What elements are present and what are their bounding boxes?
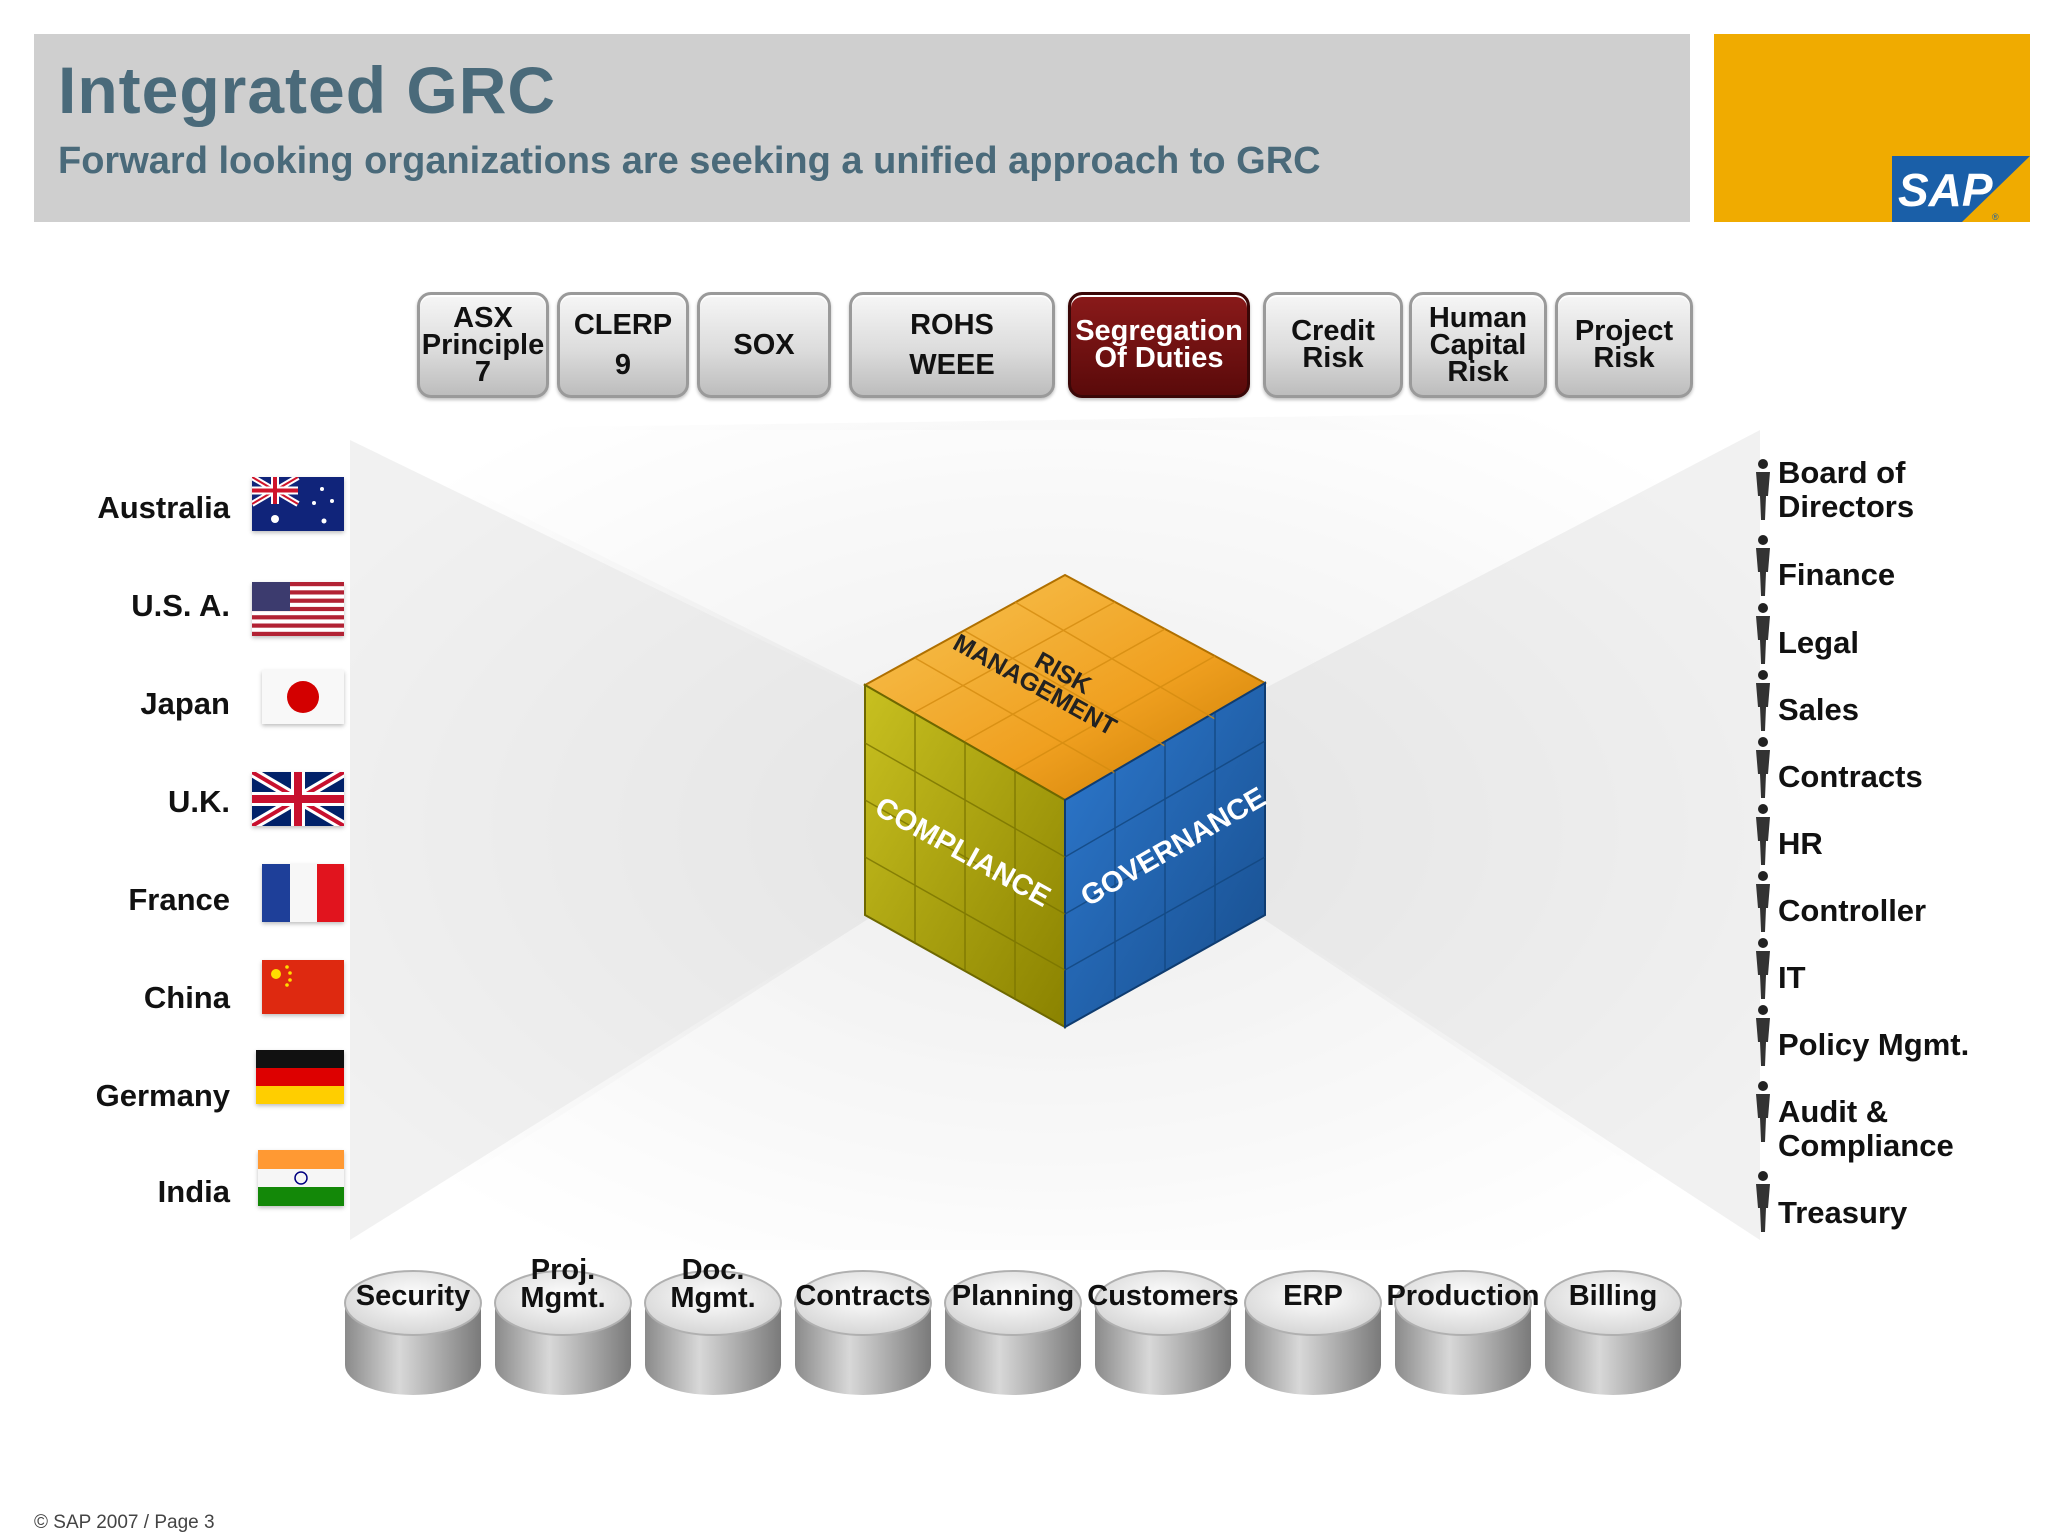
svg-text:®: ® [1992,212,1999,222]
system-label: Doc. Mgmt. [670,1254,756,1314]
regulation-label: Credit Risk [1291,315,1375,374]
person-icon [1752,1080,1774,1144]
person-icon [1752,1004,1774,1068]
role-label-hr: HR [1778,826,1823,861]
regulation-label: Segregation Of Duties [1075,315,1243,374]
japan-flag-icon [262,670,344,724]
person-icon [1752,803,1774,867]
database-cylinder-icon [493,1265,633,1410]
role-label-it: IT [1778,960,1806,995]
sap-logo: SAP ® [1892,156,2030,222]
person-icon [1752,602,1774,666]
regulation-button-rohs-weee[interactable]: ROHS WEEE [849,292,1055,398]
australia-flag-icon [252,477,344,531]
role-label-finance: Finance [1778,557,1896,592]
system-label: Security [355,1280,471,1312]
regulation-button-human-capital-risk[interactable]: Human Capital Risk [1409,292,1547,398]
system-label: Billing [1568,1280,1658,1312]
regulation-label: Human Capital Risk [1428,301,1528,388]
role-label-contracts: Contracts [1778,759,1923,794]
country-label-australia: Australia [97,490,230,525]
person-icon [1752,736,1774,800]
person-icon [1752,937,1774,1001]
database-cylinder-icon [343,1265,483,1410]
china-flag-icon [262,960,344,1014]
role-label-controller: Controller [1778,893,1927,928]
person-icon [1752,1170,1774,1234]
regulation-label: CLERP 9 [573,309,673,381]
person-icon [1752,534,1774,598]
role-label-policy-mgmt: Policy Mgmt. [1778,1027,1970,1062]
uk-flag-icon [252,772,344,826]
system-label: Proj. Mgmt. [520,1254,606,1314]
germany-flag-icon [256,1050,344,1104]
regulation-button-project-risk[interactable]: Project Risk [1555,292,1693,398]
system-label: Production [1386,1280,1540,1312]
system-label: Customers [1087,1280,1239,1312]
regulation-button-sox[interactable]: SOX [697,292,831,398]
country-label-germany: Germany [95,1078,230,1113]
person-icon [1752,669,1774,733]
france-flag-icon [262,864,344,922]
country-label-uk: U.K. [168,784,230,819]
header-band [34,34,1690,222]
regulation-button-credit-risk[interactable]: Credit Risk [1263,292,1403,398]
regulation-label: ROHS WEEE [909,309,995,381]
regulation-button-asx[interactable]: ASX Principle 7 [417,292,549,398]
role-label-legal: Legal [1778,625,1859,660]
system-label: Contracts [795,1280,931,1312]
database-cylinder-icon [793,1265,933,1410]
regulation-button-clerp9[interactable]: CLERP 9 [557,292,689,398]
country-label-china: China [143,980,230,1015]
system-label: Planning [951,1280,1075,1312]
regulation-button-segregation-of-duties[interactable]: Segregation Of Duties [1068,292,1250,398]
india-flag-icon [258,1150,344,1206]
usa-flag-icon [252,582,344,636]
country-label-usa: U.S. A. [131,588,230,623]
person-icon [1752,870,1774,934]
country-label-france: France [128,882,230,917]
role-label-sales: Sales [1778,692,1860,727]
person-icon [1752,458,1774,522]
role-label-board-of-directors: Board of Directors [1778,455,1915,524]
database-cylinder-icon [1243,1265,1383,1410]
sap-logo-text: SAP [1898,164,1993,216]
country-label-india: India [157,1174,230,1209]
database-cylinder-icon [1093,1265,1233,1410]
grc-cube: RISK MANAGEMENT COMPLIANCE GOVERNANCE [855,565,1275,1035]
role-label-treasury: Treasury [1778,1195,1908,1230]
regulation-label: ASX Principle 7 [421,301,545,388]
database-cylinder-icon [1393,1265,1533,1410]
database-cylinder-icon [1543,1265,1683,1410]
country-label-japan: Japan [140,686,230,721]
page-title: Integrated GRC [58,53,557,127]
system-label: ERP [1283,1280,1343,1312]
role-label-audit-compliance: Audit & Compliance [1778,1094,1954,1163]
database-cylinder-icon [643,1265,783,1410]
database-cylinder-icon [943,1265,1083,1410]
regulation-label: SOX [733,329,795,361]
regulation-label: Project Risk [1574,315,1674,374]
footer-copyright: © SAP 2007 / Page 3 [34,1512,215,1533]
page-subtitle: Forward looking organizations are seekin… [58,140,1321,182]
